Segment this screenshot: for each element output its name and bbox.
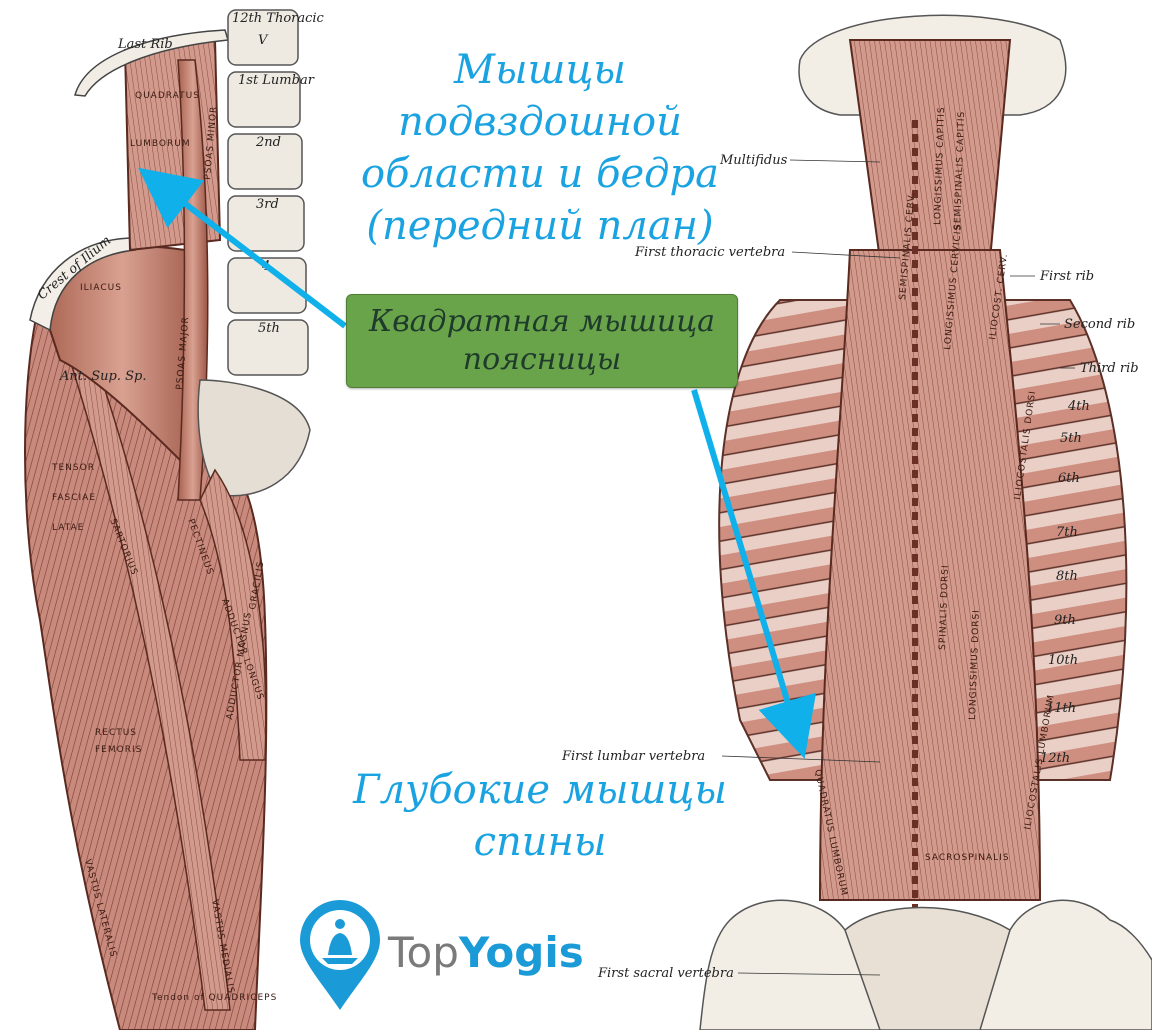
rib-number-5: 5th <box>1060 431 1082 446</box>
title-top-line-1: Мышцы <box>454 47 626 93</box>
label-multifidus: Multifidus <box>719 153 788 168</box>
title-top-line-3: области и бедра <box>361 151 719 197</box>
rib-number-9: 9th <box>1054 613 1076 628</box>
arrow-to-left-quadratus <box>138 167 347 329</box>
label-lumborum: LUMBORUM <box>130 139 191 149</box>
label-first-thoracic-vertebra: First thoracic vertebra <box>634 245 785 260</box>
sartorius-muscle <box>68 359 231 1011</box>
label-last-rib: Last Rib <box>117 37 173 52</box>
logo-part-top: Top <box>388 928 459 977</box>
topyogis-logo-text: TopYogis <box>388 928 584 977</box>
topyogis-logo-pin-icon <box>300 900 380 1010</box>
label-12th-thoracic: 12th Thoracic <box>232 11 325 26</box>
label-iliacus: ILIACUS <box>80 283 122 293</box>
title-top-line-2: подвздошной <box>398 99 682 145</box>
rib-number-12: 12th <box>1040 751 1070 766</box>
neck-muscles <box>848 39 1012 261</box>
label-3rd: 3rd <box>256 197 279 212</box>
label-third-rib: Third rib <box>1080 361 1139 376</box>
title-bottom-line-1: Глубокие мышцы <box>353 767 727 813</box>
last-rib <box>74 29 229 97</box>
label-rectus: RECTUS <box>95 728 137 738</box>
title-deep-back-muscles: Глубокие мышцы спины <box>330 764 750 868</box>
label-first-lumbar-vertebra: First lumbar vertebra <box>561 749 705 764</box>
rib-number-7: 7th <box>1056 525 1078 540</box>
rib-number-10: 10th <box>1048 653 1078 668</box>
label-2nd: 2nd <box>255 135 281 150</box>
label-v: V <box>258 33 269 48</box>
label-spinalis-dorsi: SPINALIS DORSI <box>938 564 951 650</box>
arrow-to-right-quadratus <box>691 389 817 759</box>
pointer-arrows <box>138 167 817 759</box>
label-semispinalis-capitis: SEMISPINALIS CAPITIS <box>953 111 967 230</box>
label-ant-sup-sp: Ant. Sup. Sp. <box>59 369 146 384</box>
callout-line-2: поясницы <box>462 342 622 377</box>
adductor-muscles <box>199 468 267 761</box>
pointer-lines <box>721 159 1075 976</box>
rib-number-4: 4th <box>1067 399 1090 414</box>
label-latae: LATAE <box>52 523 84 533</box>
erector-spinae <box>818 249 1042 901</box>
label-first-rib: First rib <box>1039 269 1094 284</box>
label-femoris: FEMORIS <box>95 745 142 755</box>
callout-line-1: Квадратная мышица <box>368 304 716 339</box>
logo-part-yogis: Yogis <box>458 928 584 977</box>
rib-number-6: 6th <box>1058 471 1080 486</box>
callout-quadratus-lumborum: Квадратная мышица поясницы <box>346 294 738 388</box>
label-tendon-quadriceps: Tendon of QUADRICEPS <box>151 993 277 1003</box>
title-top-line-4: (передний план) <box>366 203 714 249</box>
sacrum-right <box>844 906 1011 1030</box>
title-iliac-thigh-muscles: Мышцы подвздошной области и бедра (перед… <box>330 44 750 252</box>
label-longissimus-capitis: LONGISSIMUS CAPITIS <box>933 106 947 225</box>
label-longissimus-dorsi: LONGISSIMUS DORSI <box>968 609 982 720</box>
label-sacrospinalis: SACROSPINALIS <box>925 853 1010 863</box>
sacrum <box>197 379 311 497</box>
label-tensor: TENSOR <box>51 463 95 473</box>
label-fasciae: FASCIAE <box>52 493 96 503</box>
rib-number-11: 11th <box>1046 701 1076 716</box>
label-1st-lumbar: 1st Lumbar <box>238 73 315 88</box>
right-figure: Multifidus First thoracic vertebra First… <box>561 14 1152 1030</box>
label-5th: 5th <box>258 321 280 336</box>
left-figure: Last Rib 12th Thoracic V 1st Lumbar 2nd … <box>24 9 325 1030</box>
title-bottom-line-2: спины <box>473 819 607 865</box>
lumbar-spine <box>197 9 311 497</box>
rib-number-8: 8th <box>1056 569 1078 584</box>
label-first-sacral-vertebra: First sacral vertebra <box>597 966 734 981</box>
label-quadratus: QUADRATUS <box>135 91 200 101</box>
label-second-rib: Second rib <box>1064 317 1135 332</box>
